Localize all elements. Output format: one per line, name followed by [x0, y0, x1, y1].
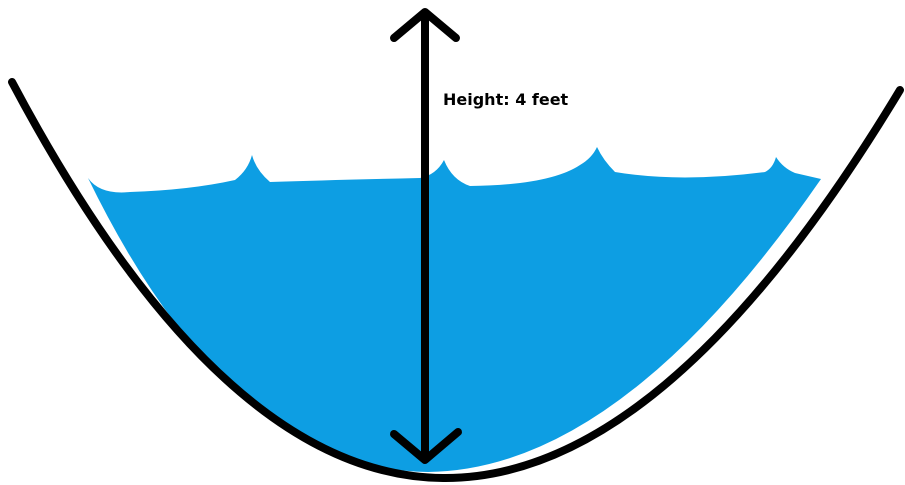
height-arrow-head-top — [390, 8, 460, 42]
water-fill — [88, 147, 821, 472]
tank-outline — [8, 78, 904, 482]
height-arrow-head-bottom — [390, 428, 462, 464]
height-label: Height: 4 feet — [443, 90, 569, 109]
